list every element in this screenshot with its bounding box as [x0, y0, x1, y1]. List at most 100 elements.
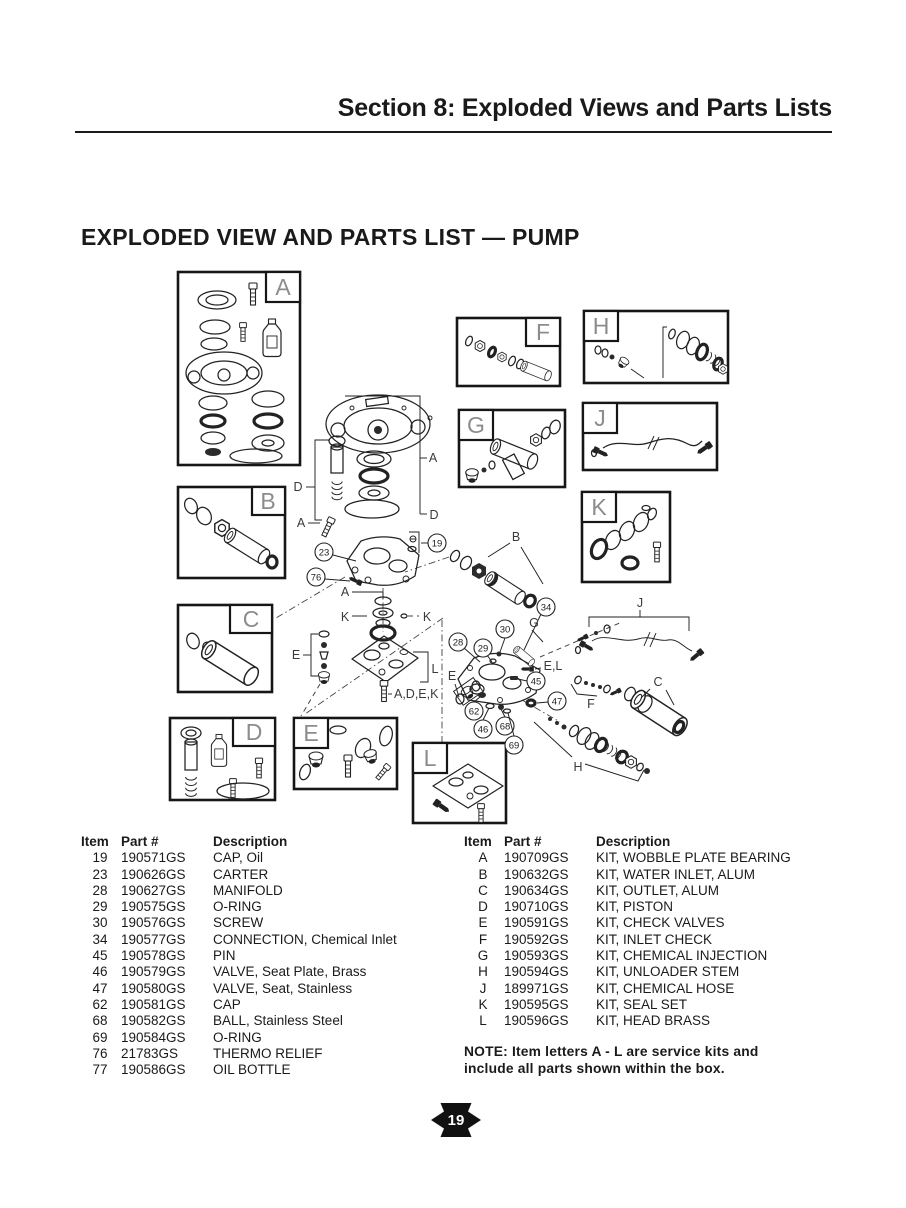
- ref-label-j: J: [637, 596, 643, 610]
- water-inlet-assembly: B: [449, 530, 544, 609]
- svg-text:28: 28: [453, 638, 464, 649]
- svg-text:69: 69: [509, 741, 520, 752]
- item-cell: A: [478, 850, 488, 866]
- part-number-cell: 190580GS: [121, 980, 186, 996]
- chemical-injection-kit-drawing: [465, 419, 561, 484]
- kit-box-j: J: [581, 401, 719, 472]
- kit-box-e: E: [292, 716, 399, 791]
- description-cell: O-RING: [213, 899, 262, 915]
- header-rule: [75, 131, 832, 133]
- manifold-assembly: 28 29 30 34 G E,L 45 62 46: [448, 597, 611, 755]
- description-cell: KIT, UNLOADER STEM: [596, 964, 740, 980]
- item-cell: B: [478, 866, 488, 882]
- item-cell: K: [478, 996, 488, 1012]
- ref-label-k-left: K: [341, 610, 350, 624]
- kit-box-g: G: [457, 408, 567, 489]
- kit-label-b: B: [260, 488, 275, 514]
- check-valve-stack-drawing: [317, 630, 331, 685]
- bearing-rings-drawing: [344, 450, 400, 519]
- callout-30: 30: [495, 619, 515, 639]
- wobble-plate-drawing: [325, 394, 433, 454]
- svg-text:68: 68: [500, 722, 511, 733]
- screw-drawing: [320, 516, 336, 538]
- head-brass-drawing: [351, 635, 419, 683]
- item-cell: J: [479, 980, 487, 996]
- svg-text:34: 34: [541, 603, 552, 614]
- ref-label-g: G: [529, 616, 539, 630]
- chemical-hose-assembly: J: [574, 596, 705, 664]
- kit-label-a: A: [275, 274, 291, 300]
- table-header-row: Item Part # Description: [81, 834, 453, 850]
- kit-label-k: K: [591, 494, 607, 520]
- item-cell: 28: [92, 882, 108, 898]
- piston-kit-drawing: [180, 726, 270, 800]
- svg-text:23: 23: [319, 548, 330, 559]
- seal-set-kit-drawing: [589, 504, 662, 571]
- item-cell: 47: [92, 980, 108, 996]
- ref-label-e-mid: E: [448, 669, 456, 683]
- kit-label-l: L: [424, 745, 437, 771]
- description-cell: KIT, CHECK VALVES: [596, 915, 725, 931]
- ref-label-a-right: A: [429, 451, 438, 465]
- head-bolt-drawing: [379, 680, 389, 702]
- item-cell: L: [479, 1013, 487, 1029]
- note-text: Item letters A - L are service kits and …: [464, 1044, 759, 1076]
- part-number-cell: 190592GS: [504, 931, 569, 947]
- description-cell: KIT, CHEMICAL INJECTION: [596, 948, 768, 964]
- construction-lines: [275, 556, 623, 742]
- part-number-cell: 190575GS: [121, 899, 186, 915]
- item-cell: 46: [92, 964, 108, 980]
- description-cell: THERMO RELIEF: [213, 1045, 323, 1061]
- item-cell: 76: [92, 1045, 108, 1061]
- part-number-cell: 190578GS: [121, 948, 186, 964]
- piston-stack-drawing: [328, 435, 346, 501]
- part-number-cell: 190626GS: [121, 866, 186, 882]
- kit-box-k: K: [580, 490, 672, 584]
- svg-text:45: 45: [531, 677, 542, 688]
- svg-text:76: 76: [311, 573, 322, 584]
- part-number-cell: 190581GS: [121, 996, 186, 1012]
- ref-label-b: B: [512, 530, 520, 544]
- table-header-row: Item Part # Description: [464, 834, 806, 850]
- ref-label-l-mid: L: [432, 662, 439, 676]
- item-cell: 30: [92, 915, 108, 931]
- header-description: Description: [213, 834, 288, 849]
- item-cell: 62: [92, 996, 108, 1012]
- ref-label-c: C: [653, 675, 662, 689]
- page-title: EXPLODED VIEW AND PARTS LIST — PUMP: [81, 224, 580, 250]
- part-number-cell: 190627GS: [121, 882, 186, 898]
- svg-text:46: 46: [478, 725, 489, 736]
- callout-62: 62: [464, 701, 484, 721]
- kit-box-f: F: [455, 316, 562, 388]
- description-cell: CAP, Oil: [213, 850, 264, 866]
- ref-label-a-left: A: [297, 516, 306, 530]
- description-cell: KIT, WOBBLE PLATE BEARING: [596, 850, 791, 866]
- carter-drawing: [346, 536, 420, 586]
- service-kit-note: NOTE: Item letters A - L are service kit…: [464, 1044, 794, 1077]
- inlet-check-assembly: F: [570, 675, 622, 711]
- part-number-cell: 190586GS: [121, 1062, 186, 1078]
- unloader-assembly: H: [533, 717, 650, 782]
- kit-label-d: D: [246, 719, 263, 745]
- description-cell: KIT, PISTON: [596, 899, 674, 915]
- description-cell: KIT, WATER INLET, ALUM: [596, 866, 756, 882]
- chemical-hose-kit-drawing: [590, 435, 714, 459]
- ref-label-h: H: [573, 760, 582, 774]
- check-valves-kit-drawing: [298, 725, 393, 782]
- kit-label-g: G: [467, 412, 485, 438]
- kit-box-h: H: [582, 309, 730, 385]
- callout-47: 47: [547, 691, 567, 711]
- callout-28: 28: [448, 632, 468, 652]
- ref-label-e-left: E: [292, 648, 300, 662]
- ref-label-d-right: D: [429, 508, 438, 522]
